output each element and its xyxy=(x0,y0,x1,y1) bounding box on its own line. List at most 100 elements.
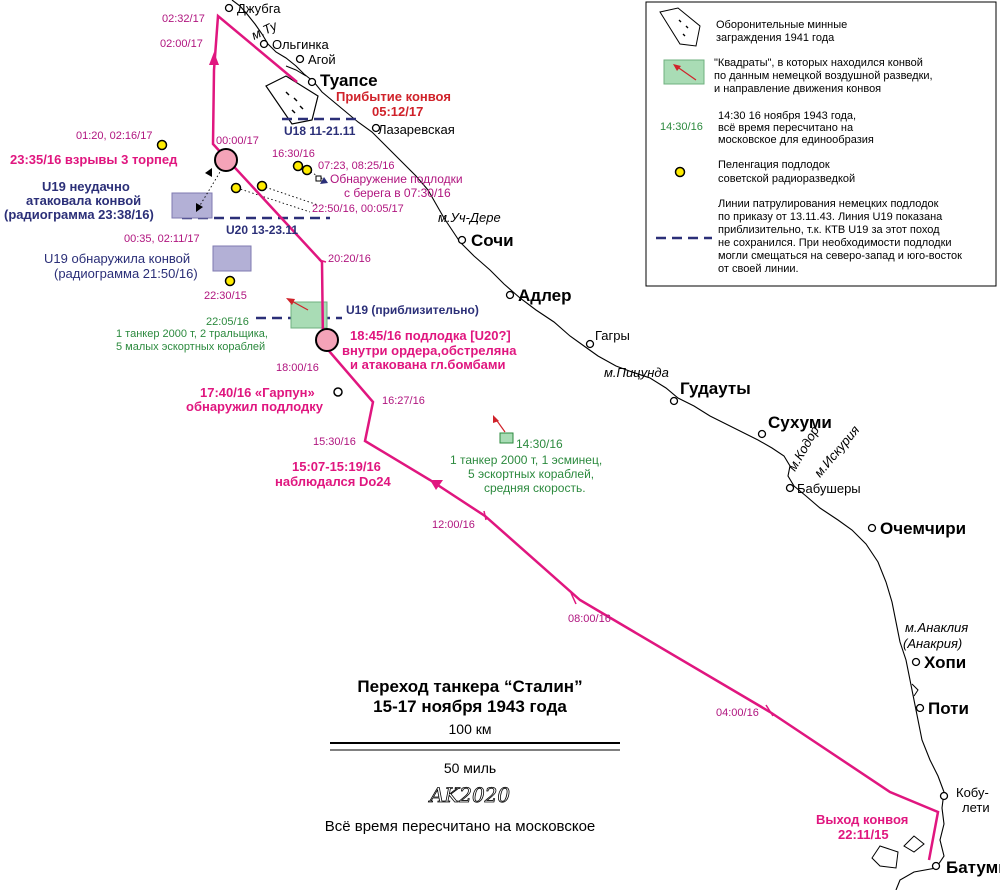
city-markers xyxy=(224,3,949,871)
exit-label: Выход конвоя xyxy=(816,812,908,827)
shore-arrowhead xyxy=(320,177,328,184)
legend-time-2: всё время пересчитано на xyxy=(718,122,854,134)
scale-mi-label: 50 миль xyxy=(444,760,496,776)
recon-south-2: 5 эскортных кораблей, xyxy=(468,467,594,481)
legend-mines-1: Оборонительные минные xyxy=(716,19,847,31)
minefield-batumi xyxy=(871,845,899,869)
recon-square-u19-found xyxy=(212,245,252,272)
convoy-route xyxy=(211,13,940,861)
legend-df-2: советской радиоразведкой xyxy=(718,173,855,185)
exit-time: 22:11/15 xyxy=(838,827,889,842)
torpedo-label: 23:35/16 взрывы 3 торпед xyxy=(10,152,178,167)
garpun-2: обнаружил подлодку xyxy=(186,399,324,414)
time-1530: 15:30/16 xyxy=(313,436,356,448)
time-2020: 20:20/16 xyxy=(328,253,371,265)
recon-arrowhead-south xyxy=(493,415,499,423)
time-1630: 16:30/16 xyxy=(272,148,315,160)
city-agoy: Агой xyxy=(308,52,336,67)
time-0035: 00:35, 02:11/17 xyxy=(124,233,200,245)
u19-fail-2: атаковала конвой xyxy=(26,193,141,208)
route-tick-marks xyxy=(318,259,774,717)
city-babushery: Бабушеры xyxy=(797,481,861,496)
do24-1: 15:07-15:19/16 xyxy=(292,459,381,474)
legend-time-1: 14:30 16 ноября 1943 года, xyxy=(718,110,856,122)
cape-anakria: (Анакрия) xyxy=(903,636,962,651)
cape-anaklia: м.Анаклия xyxy=(905,620,968,635)
patrol-label-u20: U20 13-23.11 xyxy=(226,223,298,237)
legend-patrol-6: от своей линии. xyxy=(718,263,799,275)
legend-patrol-3: приблизительно, т.к. КТВ U19 за этот пох… xyxy=(718,224,940,236)
patrol-label-u19: U19 (приблизительно) xyxy=(346,303,479,317)
minefield-tuapse xyxy=(265,75,319,125)
shore-obs-1: Обнаружение подлодки xyxy=(330,172,463,186)
df-bearing-lines xyxy=(195,161,326,213)
city-batumi: Батуми xyxy=(946,858,1000,877)
coast-inlet xyxy=(285,65,919,697)
scale-km-label: 100 км xyxy=(449,721,492,737)
legend-arrow-icon xyxy=(673,64,681,71)
time-1800: 18:00/16 xyxy=(276,362,319,374)
legend-patrol-4: не сохранился. При необходимости подлодк… xyxy=(718,237,952,249)
legend-squares-3: и направление движения конвоя xyxy=(714,83,881,95)
time-0723: 07:23, 08:25/16 xyxy=(318,160,394,172)
city-poti: Поти xyxy=(928,699,969,718)
patrol-label-u18: U18 11-21.11 xyxy=(284,124,356,138)
legend-squares-1: "Квадраты", в которых находился конвой xyxy=(714,57,923,69)
city-khopi: Хопи xyxy=(924,653,966,672)
coastline xyxy=(231,0,945,890)
legend-patrol-1: Линии патрулирования немецких подлодок xyxy=(718,198,939,210)
city-gudauty: Гудауты xyxy=(680,379,751,398)
time-2250: 22:50/16, 00:05/17 xyxy=(312,203,404,215)
u20-event-2: внутри ордера,обстреляна xyxy=(342,343,517,358)
cape-pitsunda: м.Пицунда xyxy=(604,365,669,380)
u20-event-3: и атакована гл.бомбами xyxy=(350,357,506,372)
legend-patrol-2: по приказу от 13.11.43. Линия U19 показа… xyxy=(718,211,943,223)
legend-patrol-5: могли смещаться на северо-запад и юго-во… xyxy=(718,250,962,262)
city-dzhubga: Джубга xyxy=(237,1,281,16)
time-0400: 04:00/16 xyxy=(716,707,759,719)
city-sukhumi: Сухуми xyxy=(768,413,832,432)
shore-observation-marker xyxy=(315,175,322,182)
city-gagry: Гагры xyxy=(595,328,630,343)
u19-fail-1: U19 неудачно xyxy=(42,179,130,194)
arrival-label: Прибытие конвоя xyxy=(336,89,451,104)
minefield-batumi-2 xyxy=(903,835,925,853)
legend-time-example: 14:30/16 xyxy=(660,121,703,133)
do24-2: наблюдался Do24 xyxy=(275,474,392,489)
city-sochi: Сочи xyxy=(471,231,514,250)
u19-fail-3: (радиограмма 23:38/16) xyxy=(4,207,154,222)
author-signature: AK2020 xyxy=(428,783,511,807)
u20-event-marker xyxy=(315,328,339,352)
time-0200: 02:00/17 xyxy=(160,38,203,50)
legend-df-1: Пеленгация подлодок xyxy=(718,159,830,171)
recon-square-south xyxy=(499,432,514,444)
city-adler: Адлер xyxy=(518,286,571,305)
time-2230: 22:30/15 xyxy=(204,290,247,302)
u19-found-2: (радиограмма 21:50/16) xyxy=(54,266,198,281)
legend-mines-2: заграждения 1941 года xyxy=(716,32,835,44)
time-0120: 01:20, 02:16/17 xyxy=(76,130,152,142)
legend-df-icon xyxy=(674,166,686,178)
legend-time-3: московское для единообразия xyxy=(718,134,874,146)
garpun-marker xyxy=(333,387,343,397)
recon-square-u19-fail xyxy=(171,192,213,219)
legend-squares-2: по данным немецкой воздушной разведки, xyxy=(714,70,933,82)
bearing-arrowhead-2 xyxy=(205,168,212,177)
city-kobuleti-1: Кобу- xyxy=(956,785,989,800)
city-kobuleti-2: лети xyxy=(962,800,990,815)
legend: Оборонительные минные заграждения 1941 г… xyxy=(645,1,997,287)
time-1200: 12:00/16 xyxy=(432,519,475,531)
recon-south-3: средняя скорость. xyxy=(484,481,586,495)
city-olginka: Ольгинка xyxy=(272,37,329,52)
recon-south-1: 1 танкер 2000 т, 1 эсминец, xyxy=(450,453,602,467)
city-lazarevskaya: Лазаревская xyxy=(378,122,455,137)
time-0232: 02:32/17 xyxy=(162,13,205,25)
u19-found-1: U19 обнаружила конвой xyxy=(44,251,190,266)
garpun-1: 17:40/16 «Гарпун» xyxy=(200,385,315,400)
recon-south-time: 14:30/16 xyxy=(516,437,563,451)
bearing-arrowhead-1 xyxy=(196,203,203,212)
time-0800: 08:00/16 xyxy=(568,613,611,625)
recon-north-time: 22:05/16 xyxy=(206,316,249,328)
city-tuapse: Туапсе xyxy=(320,71,378,90)
